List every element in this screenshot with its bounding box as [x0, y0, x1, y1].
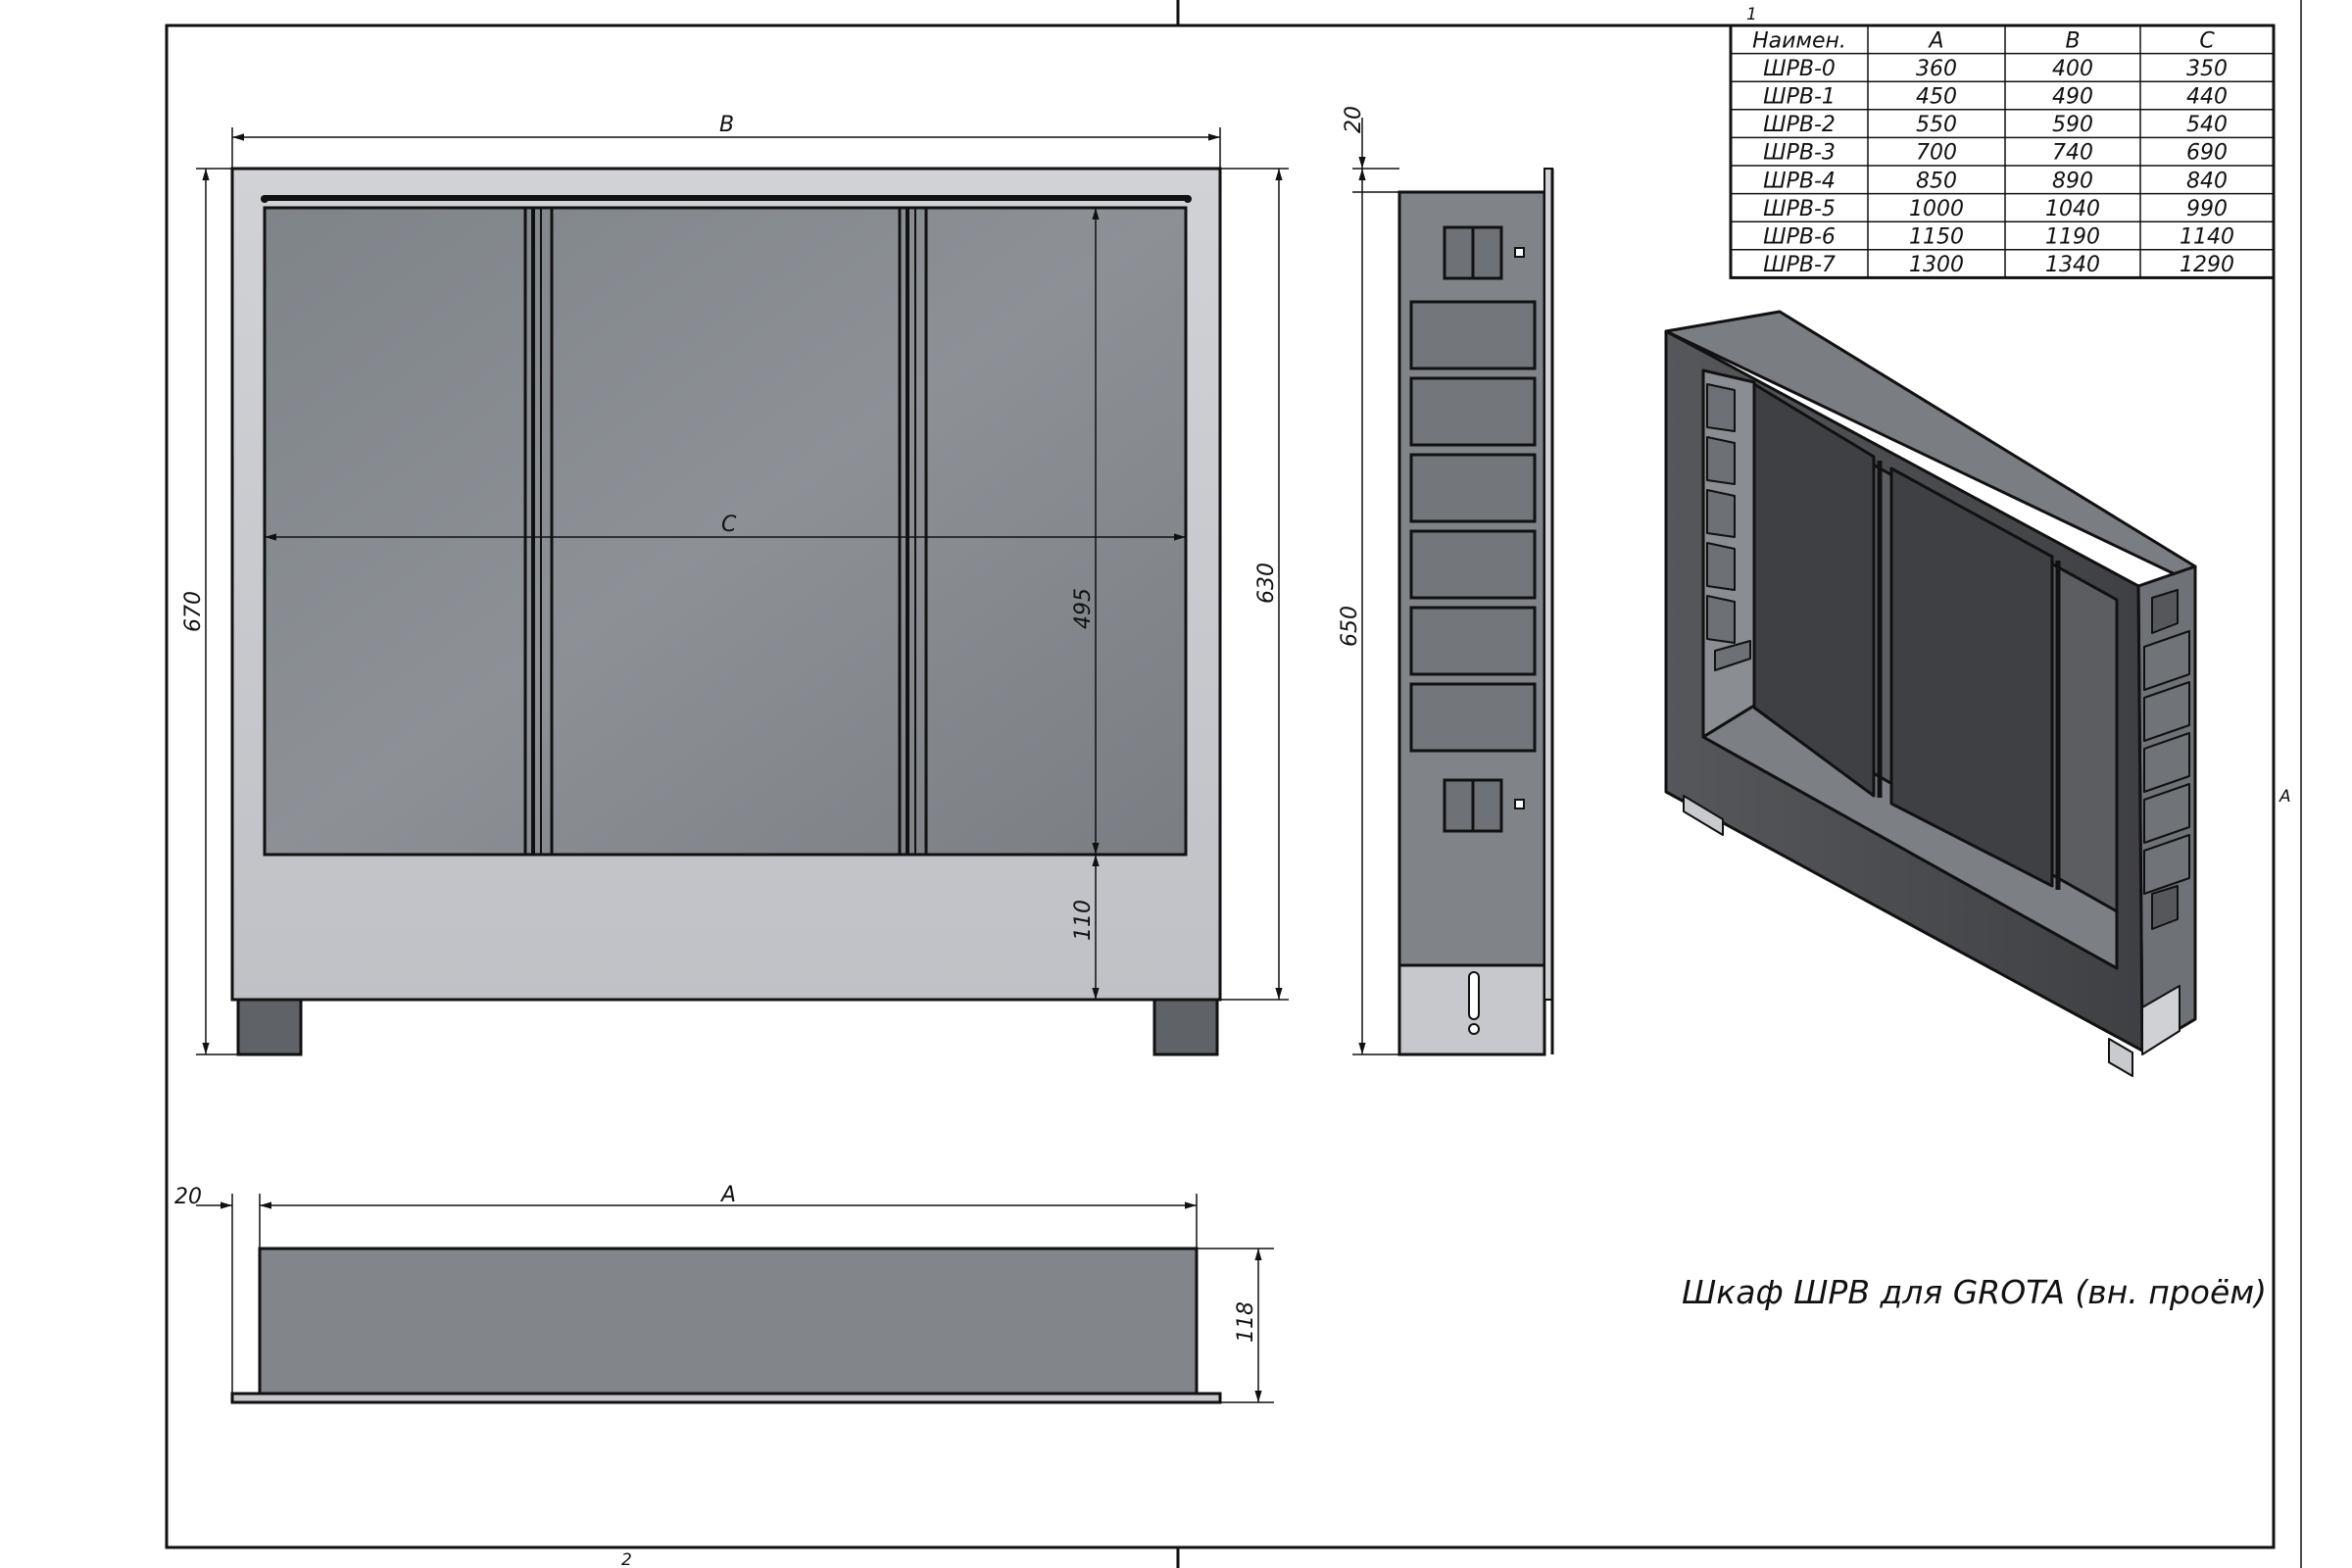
top-dimensions [196, 1194, 1274, 1403]
zone-marker-bottom: 2 [621, 1550, 632, 1568]
table-model-cell: ШРВ-6 [1763, 225, 1836, 250]
table-value-cell: 1290 [2180, 253, 2234, 277]
table-value-cell: 350 [2186, 57, 2228, 81]
table-model-cell: ШРВ-5 [1763, 197, 1836, 221]
table-value-cell: 1150 [1909, 225, 1964, 250]
dim-20-top-label: 20 [174, 1185, 202, 1209]
zone-marker-top: 1 [1746, 5, 1757, 24]
dim-C-label: C [721, 513, 737, 537]
dim-630-label: 630 [1254, 563, 1279, 604]
table-value-cell: 550 [1916, 113, 1957, 137]
table-value-cell: 700 [1916, 141, 1957, 166]
dim-118-label: 118 [1234, 1301, 1258, 1343]
table-value-cell: 1190 [2045, 225, 2100, 250]
front-dimensions [196, 127, 1289, 1055]
table-value-cell: 1300 [1909, 253, 1964, 277]
table-model-cell: ШРВ-4 [1763, 169, 1836, 193]
table-value-cell: 450 [1916, 85, 1957, 110]
table-model-cell: ШРВ-0 [1763, 57, 1836, 81]
table-value-cell: 590 [2052, 113, 2093, 137]
left-foot [236, 996, 303, 1056]
table-model-cell: ШРВ-7 [1763, 253, 1836, 277]
side-dimensions [1352, 118, 1399, 1055]
table-model-cell: ШРВ-2 [1763, 113, 1836, 137]
zone-marker-right: A [2278, 787, 2291, 807]
table-value-cell: 1340 [2045, 253, 2100, 277]
dim-B-label: B [719, 113, 734, 137]
isometric-view [1664, 310, 2197, 1077]
table-value-cell: 1040 [2045, 197, 2100, 221]
front-view [230, 167, 1222, 1056]
table-value-cell: 490 [2052, 85, 2093, 110]
side-view [1397, 168, 1554, 1056]
table-value-cell: 440 [2186, 85, 2228, 110]
right-foot [1152, 996, 1219, 1056]
table-value-cell: 360 [1916, 57, 1957, 81]
drawing-title: Шкаф ШРВ для GROTA (вн. проём) [1682, 1273, 2267, 1311]
size-table [1729, 24, 2276, 279]
top-view [230, 1247, 1222, 1404]
dim-670-label: 670 [181, 591, 206, 632]
top-connector [1443, 225, 1525, 280]
side-slot-handle [1468, 971, 1480, 1020]
side-slots [1409, 300, 1537, 753]
dim-650-label: 650 [1338, 606, 1362, 647]
table-header-cell: C [2199, 28, 2215, 53]
table-model-cell: ШРВ-3 [1763, 141, 1836, 166]
table-value-cell: 1140 [2180, 225, 2234, 250]
table-header-cell: A [1927, 28, 1943, 53]
dim-A-label: A [719, 1183, 736, 1207]
table-value-cell: 690 [2186, 141, 2228, 166]
table-value-cell: 740 [2052, 141, 2093, 166]
table-value-cell: 1000 [1909, 197, 1964, 221]
door-separator-left [523, 208, 554, 855]
door-opening [263, 206, 1188, 857]
table-value-cell: 990 [2186, 197, 2228, 221]
sheet-frame [165, 0, 2302, 1568]
bottom-connector [1443, 778, 1525, 833]
door-separator-right [898, 208, 928, 855]
table-value-cell: 400 [2052, 57, 2093, 81]
table-value-cell: 540 [2186, 113, 2228, 137]
table-model-cell: ШРВ-1 [1763, 85, 1836, 110]
table-header-cell: B [2065, 28, 2080, 53]
table-value-cell: 840 [2186, 169, 2228, 193]
table-header-cell: Наимен. [1752, 28, 1846, 53]
dim-495-label: 495 [1071, 588, 1096, 629]
table-value-cell: 850 [1916, 169, 1957, 193]
table-value-cell: 890 [2052, 169, 2093, 193]
dim-110-label: 110 [1071, 900, 1096, 941]
dim-20-side-label: 20 [1342, 106, 1366, 133]
